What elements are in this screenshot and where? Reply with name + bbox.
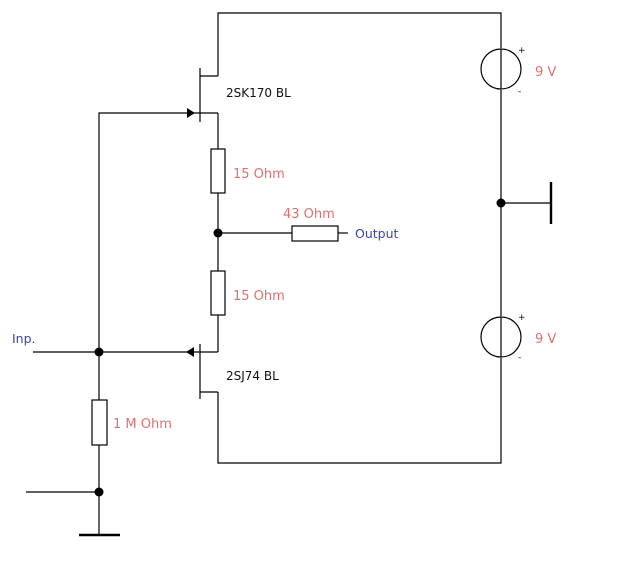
jfet-top-2sk170: 2SK170 BL (98, 68, 291, 352)
label-resistor-top: 15 Ohm (233, 167, 285, 182)
midpoint-ground (496, 182, 553, 224)
jfet-bottom-2sj74: 2SJ74 BL (99, 344, 279, 399)
gate-arrow-top-icon (187, 108, 195, 118)
label-resistor-output: 43 Ohm (283, 207, 335, 222)
gate-arrow-bottom-icon (186, 347, 194, 357)
voltage-label-top: 9 V (535, 65, 556, 80)
voltage-source-top: + - 9 V (480, 46, 556, 97)
label-input: Inp. (12, 331, 36, 346)
junction-dot-ground (496, 198, 506, 208)
minus-sign-top: - (518, 87, 521, 97)
input-branch: Inp. (12, 331, 104, 357)
resistor-1m: 1 M Ohm (91, 352, 172, 535)
label-output: Output (355, 226, 399, 241)
label-jfet-bottom: 2SJ74 BL (226, 369, 279, 383)
resistor-15-bottom: 15 Ohm (210, 270, 285, 352)
label-resistor-bottom: 15 Ohm (233, 289, 285, 304)
minus-sign-bottom: - (518, 353, 521, 363)
voltage-label-bottom: 9 V (535, 332, 556, 347)
label-resistor-input: 1 M Ohm (113, 417, 172, 432)
plus-sign-top: + (518, 46, 526, 56)
label-jfet-top: 2SK170 BL (226, 86, 291, 100)
plus-sign-bottom: + (518, 313, 526, 323)
output-branch: 43 Ohm Output (213, 207, 399, 242)
junction-dot-input-ground (94, 487, 104, 497)
resistor-43 (291, 225, 339, 242)
voltage-source-bottom: + - 9 V (480, 313, 556, 363)
resistor-15-top: 15 Ohm (210, 113, 285, 271)
input-ground (26, 487, 120, 537)
